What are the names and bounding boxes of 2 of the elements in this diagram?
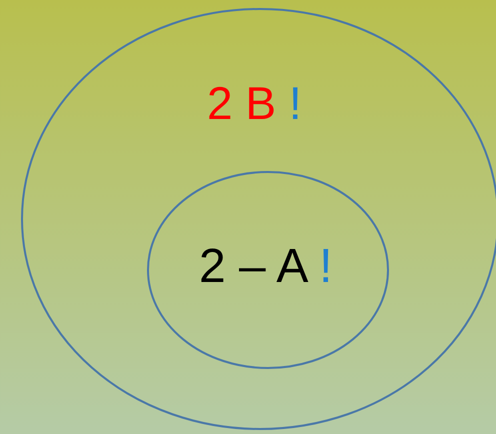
ellipse-label: 2 B ! [207,80,302,126]
ellipse-label: 2 – A ! [199,243,332,291]
